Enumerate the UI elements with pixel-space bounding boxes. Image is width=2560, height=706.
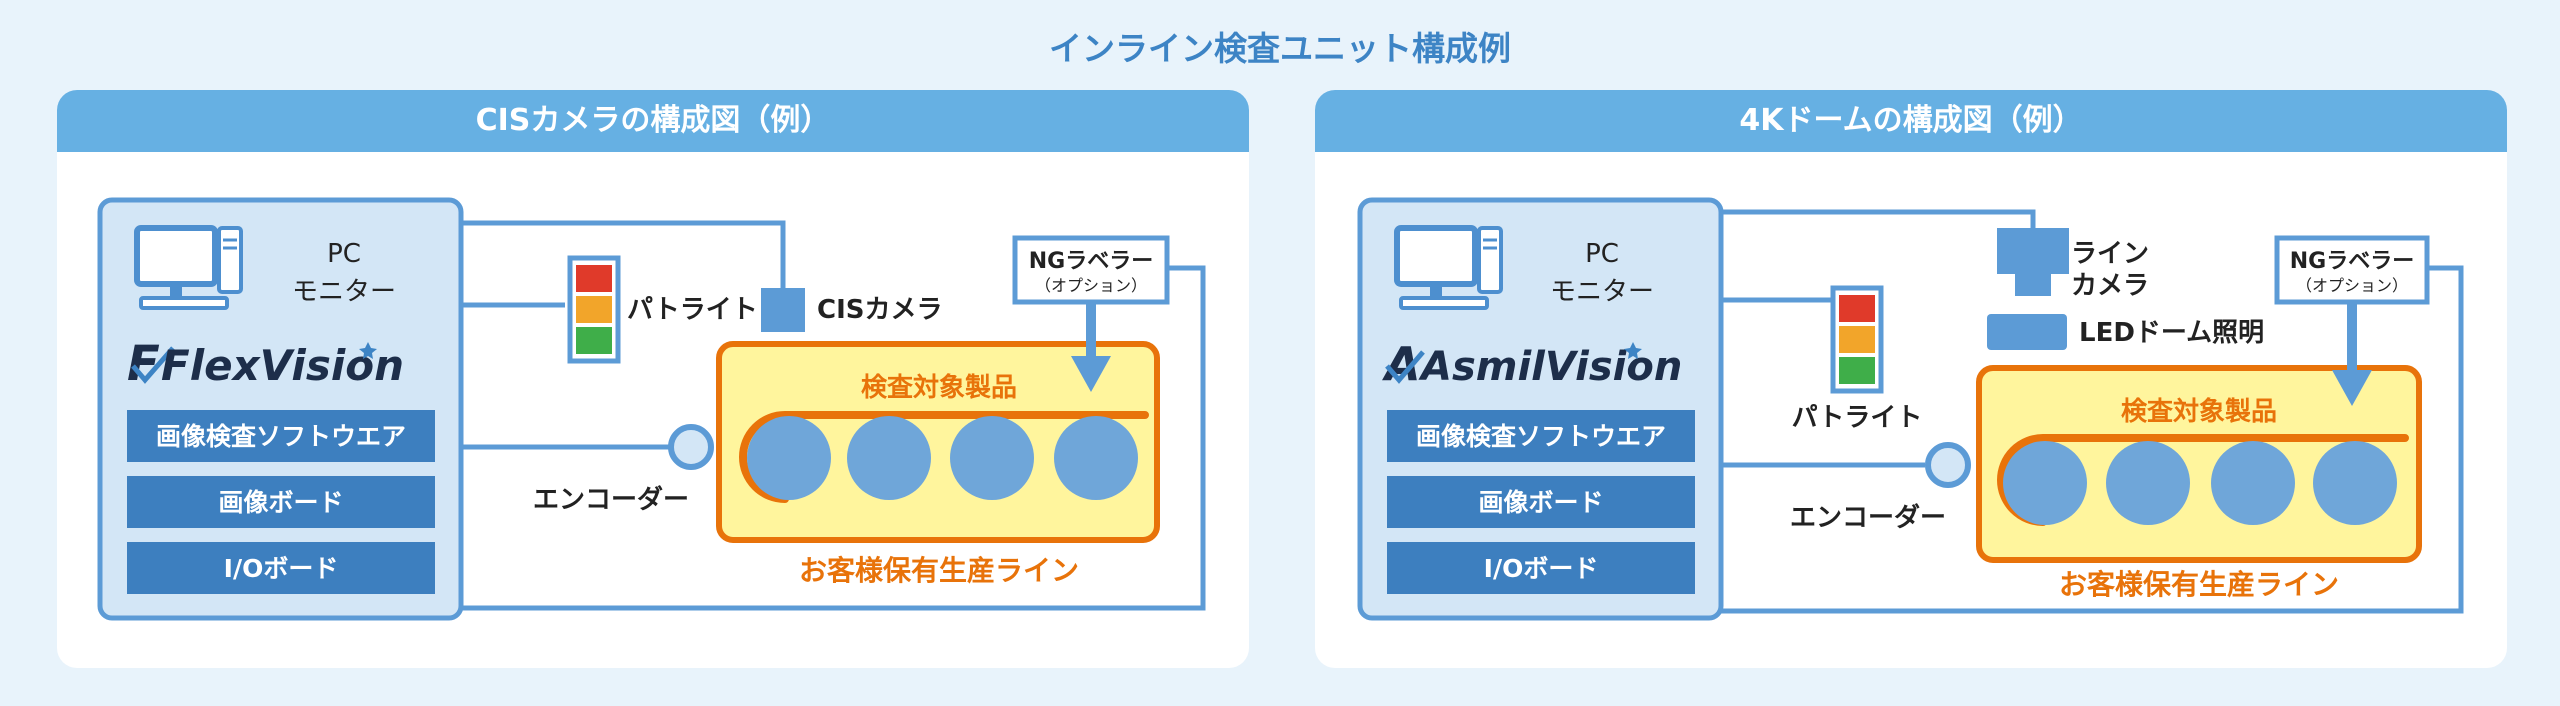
product-item [2003,441,2087,525]
software-label: 画像検査ソフトウエア [1416,422,1666,451]
ng-labeler-arrow [2332,302,2372,406]
encoder-label: エンコーダー [1790,502,1946,533]
image-board-label: 画像ボード [1478,488,1603,517]
production-line-area [1976,365,2422,563]
io-board-box [1387,542,1695,594]
cis-panel: CISカメラの構成図（例） PC モニター F FlexVision [57,90,1249,668]
product-item [847,416,931,500]
software-box [127,410,435,462]
cis-camera-label: CISカメラ [817,295,942,325]
encoder-label: エンコーダー [533,484,689,515]
software-label: 画像検査ソフトウエア [156,422,406,451]
product-item [1054,416,1138,500]
production-line-area [716,341,1160,543]
pc-label: PC [1585,239,1619,269]
ng-labeler-sub-label: （オプション） [2296,276,2408,295]
cis-camera-icon [761,288,805,332]
dome-diagram: PC モニター A AsmilVision 画像検査ソフトウエア 画像ボード I… [1357,197,2464,621]
asmilvision-logo: A AsmilVision [1382,337,1682,391]
dome-panel: 4Kドームの構成図（例） PC モニター A AsmilVision [1315,90,2507,668]
conveyor-belt [739,411,1149,503]
dome-connection-lines [1721,209,2464,614]
led-dome-light-icon [1987,314,2067,350]
ng-labeler-arrow [1071,302,1111,392]
line-camera-label: ライン [2071,239,2149,269]
io-board-label: I/Oボード [1484,554,1599,583]
patlite-icon [567,255,621,364]
ng-labeler-box [1012,235,1170,305]
monitor-label: モニター [292,277,396,307]
flexvision-logo: F FlexVision [127,336,404,392]
flexvision-logo-mark: F [127,336,160,392]
patlite-label: パトライト [627,295,758,325]
production-line-label: お客様保有生産ライン [2059,568,2339,601]
cis-diagram: PC モニター F FlexVision 画像検査ソフトウエア 画像ボード I/… [97,197,1206,621]
ng-labeler-label: NGラベラー [1029,249,1153,274]
product-item [747,416,831,500]
line-camera-label-2: カメラ [2071,271,2149,301]
encoder-icon [1925,442,1971,488]
dome-panel-title: 4Kドームの構成図（例） [1315,90,2507,152]
io-board-box [127,542,435,594]
patlite-icon [1830,285,1884,394]
product-item [950,416,1034,500]
ng-labeler-sub-label: （オプション） [1035,276,1147,295]
ng-labeler-label: NGラベラー [2290,249,2414,274]
io-board-label: I/Oボード [224,554,339,583]
asmilvision-logo-text: AsmilVision [1418,344,1682,390]
page-title: インライン検査ユニット構成例 [1049,29,1511,68]
production-line-label: お客様保有生産ライン [799,554,1079,587]
software-box [1387,410,1695,462]
image-board-box [1387,476,1695,528]
led-dome-light-label: LEDドーム照明 [2079,318,2264,348]
line-camera-icon [1997,228,2069,296]
computer-icon [1394,225,1503,310]
pc-label: PC [327,239,361,269]
image-board-box [127,476,435,528]
patlite-label: パトライト [1792,403,1923,433]
cis-panel-title: CISカメラの構成図（例） [57,90,1249,152]
image-board-label: 画像ボード [218,488,343,517]
computer-icon [134,225,243,310]
cis-connection-lines [461,220,1206,611]
product-item [2313,441,2397,525]
encoder-icon [668,424,714,470]
monitor-label: モニター [1550,277,1654,307]
product-label: 検査対象製品 [861,372,1017,403]
product-item [2106,441,2190,525]
product-item [2211,441,2295,525]
product-label: 検査対象製品 [2121,396,2277,427]
